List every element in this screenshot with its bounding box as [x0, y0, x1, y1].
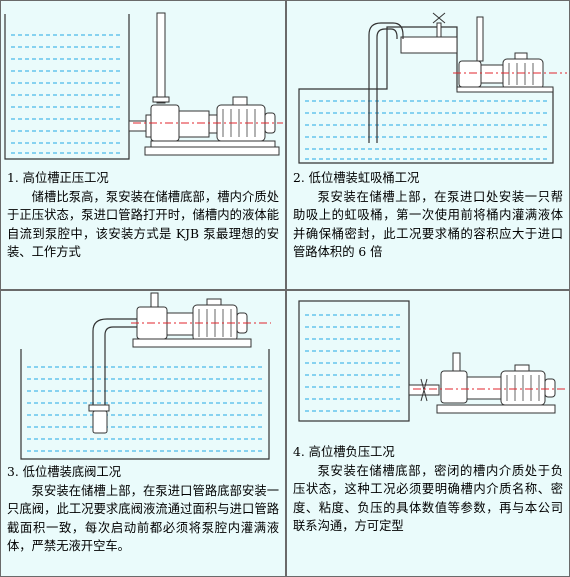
diagram-high-tank-negative-pressure [298, 300, 567, 422]
caption-3-body: 泵安装在储槽上部，在泵进口管路底部安装一只底阀，此工况要求底阀液流通过面积与进口… [7, 483, 279, 554]
caption-1: 1. 高位槽正压工况 储槽比泵高，泵安装在储槽底部，槽内介质处于正压状态，泵进口… [7, 169, 279, 262]
pump-unit [144, 96, 280, 156]
caption-4-body: 泵安装在储槽底部，密闭的槽内介质处于负压状态，这种工况必须要明确槽内介质名称、密… [293, 463, 563, 534]
panel-foot-valve: 3. 低位槽装底阀工况 泵安装在储槽上部，在泵进口管路底部安装一只底阀，此工况要… [0, 290, 286, 577]
discharge-pipe-2 [476, 16, 484, 62]
siphon-barrel [400, 12, 458, 54]
panel-high-tank-negative-pressure: 4. 高位槽负压工况 泵安装在储槽底部，密闭的槽内介质处于负压状态，这种工况必须… [286, 290, 570, 577]
caption-3: 3. 低位槽装底阀工况 泵安装在储槽上部，在泵进口管路底部安装一只底阀，此工况要… [7, 463, 279, 556]
pump-unit-2 [456, 52, 554, 93]
diagram-foot-valve [20, 292, 271, 460]
diagram-siphon-barrel [298, 12, 567, 164]
diagram-high-tank-positive-pressure [4, 12, 283, 160]
caption-4-title: 4. 高位槽负压工况 [293, 445, 395, 459]
discharge-pipe-4 [452, 352, 461, 374]
discharge-pipe [152, 12, 170, 104]
inlet-pipe [128, 114, 152, 138]
panel-high-tank-positive-pressure: 1. 高位槽正压工况 储槽比泵高，泵安装在储槽底部，槽内介质处于正压状态，泵进口… [0, 0, 286, 290]
caption-1-body: 储槽比泵高，泵安装在储槽底部，槽内介质处于正压状态，泵进口管路打开时，储槽内的液… [7, 189, 279, 260]
caption-3-title: 3. 低位槽装底阀工况 [7, 465, 122, 479]
suction-pipe [92, 318, 137, 407]
caption-1-title: 1. 高位槽正压工况 [7, 171, 109, 185]
inlet-pipe-4 [408, 378, 440, 402]
low-storage-tank-3 [20, 349, 270, 460]
caption-2-title: 2. 低位槽装虹吸桶工况 [293, 171, 420, 185]
caption-2-body: 泵安装在储槽上部，在泵进口处安装一只帮助吸上的虹吸桶，第一次使用前将桶内灌满液体… [293, 189, 563, 260]
sealed-tank [298, 300, 410, 422]
panel-siphon-barrel: 2. 低位槽装虹吸桶工况 泵安装在储槽上部，在泵进口处安装一只帮助吸上的虹吸桶，… [286, 0, 570, 290]
storage-tank [4, 14, 130, 160]
pump-unit-4 [436, 364, 556, 414]
caption-4: 4. 高位槽负压工况 泵安装在储槽底部，密闭的槽内介质处于负压状态，这种工况必须… [293, 443, 563, 536]
siphon-pipe [368, 22, 404, 143]
caption-2: 2. 低位槽装虹吸桶工况 泵安装在储槽上部，在泵进口处安装一只帮助吸上的虹吸桶，… [293, 169, 563, 262]
foot-valve [88, 404, 110, 434]
